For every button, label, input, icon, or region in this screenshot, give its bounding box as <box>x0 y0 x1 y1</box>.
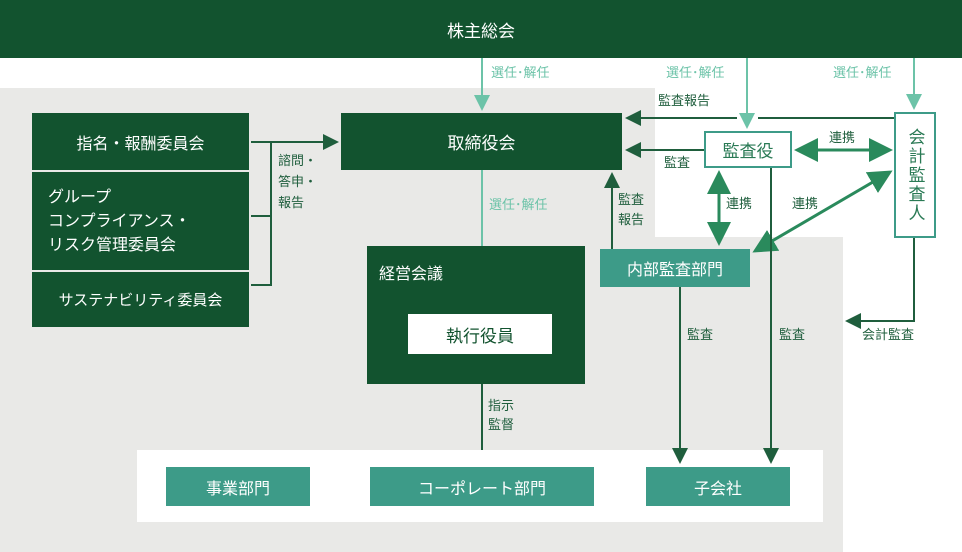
label-internal-report: 監査報告 <box>618 191 644 231</box>
label-committee-link: 諮問・答申・報告 <box>278 151 317 214</box>
label-audit-report: 監査報告 <box>658 94 711 109</box>
committee-compliance: グループ コンプライアンス・ リスク管理委員会 <box>32 172 249 270</box>
committee-line: グループ <box>48 187 112 206</box>
auditors-box: 監査役 <box>704 131 792 168</box>
committee-sustainability: サステナビリティ委員会 <box>32 272 249 327</box>
label-line: 答申・ <box>278 175 318 190</box>
committee-bracket <box>251 141 272 286</box>
label-accounting-audit: 会計監査 <box>862 328 915 343</box>
division-corporate: コーポレート部門 <box>370 467 594 506</box>
internal-audit-dept: 内部監査部門 <box>600 249 750 287</box>
label-elect-board: 選任･解任 <box>491 66 550 81</box>
label-line: 諮問・ <box>278 154 318 169</box>
label-cooperation-1: 連携 <box>829 131 856 146</box>
label-line: 監査 <box>618 193 645 208</box>
shareholders-meeting: 株主総会 <box>0 0 962 58</box>
label-instruction: 指示監督 <box>488 397 514 435</box>
division-subsidiaries: 子会社 <box>646 467 790 506</box>
label-elect-accounting: 選任･解任 <box>833 66 892 81</box>
management-council-label: 経営会議 <box>379 264 444 283</box>
board-of-directors: 取締役会 <box>341 113 622 170</box>
committee-line: コンプライアンス・ <box>48 211 191 230</box>
label-line: 報告 <box>618 213 645 228</box>
label-cooperation-3: 連携 <box>792 197 819 212</box>
label-elect-auditors: 選任･解任 <box>666 66 725 81</box>
label-line: 監督 <box>488 418 515 433</box>
division-business: 事業部門 <box>166 467 310 506</box>
committee-nomination: 指名・報酬委員会 <box>32 113 249 170</box>
accounting-auditor-box: 会計監査人 <box>894 112 936 238</box>
accounting-audit-arrow <box>845 238 915 329</box>
committee-line: リスク管理委員会 <box>48 235 177 254</box>
label-audit-auditors: 監査 <box>779 328 806 343</box>
label-audit-internal: 監査 <box>687 328 714 343</box>
label-line: 指示 <box>488 399 515 414</box>
cooperation-arrow-3 <box>752 170 893 253</box>
label-cooperation-2: 連携 <box>726 197 753 212</box>
label-elect-executives: 選任･解任 <box>489 198 548 213</box>
label-line: 報告 <box>278 196 305 211</box>
executive-officers: 執行役員 <box>408 314 552 354</box>
label-audit-board: 監査 <box>664 156 691 171</box>
